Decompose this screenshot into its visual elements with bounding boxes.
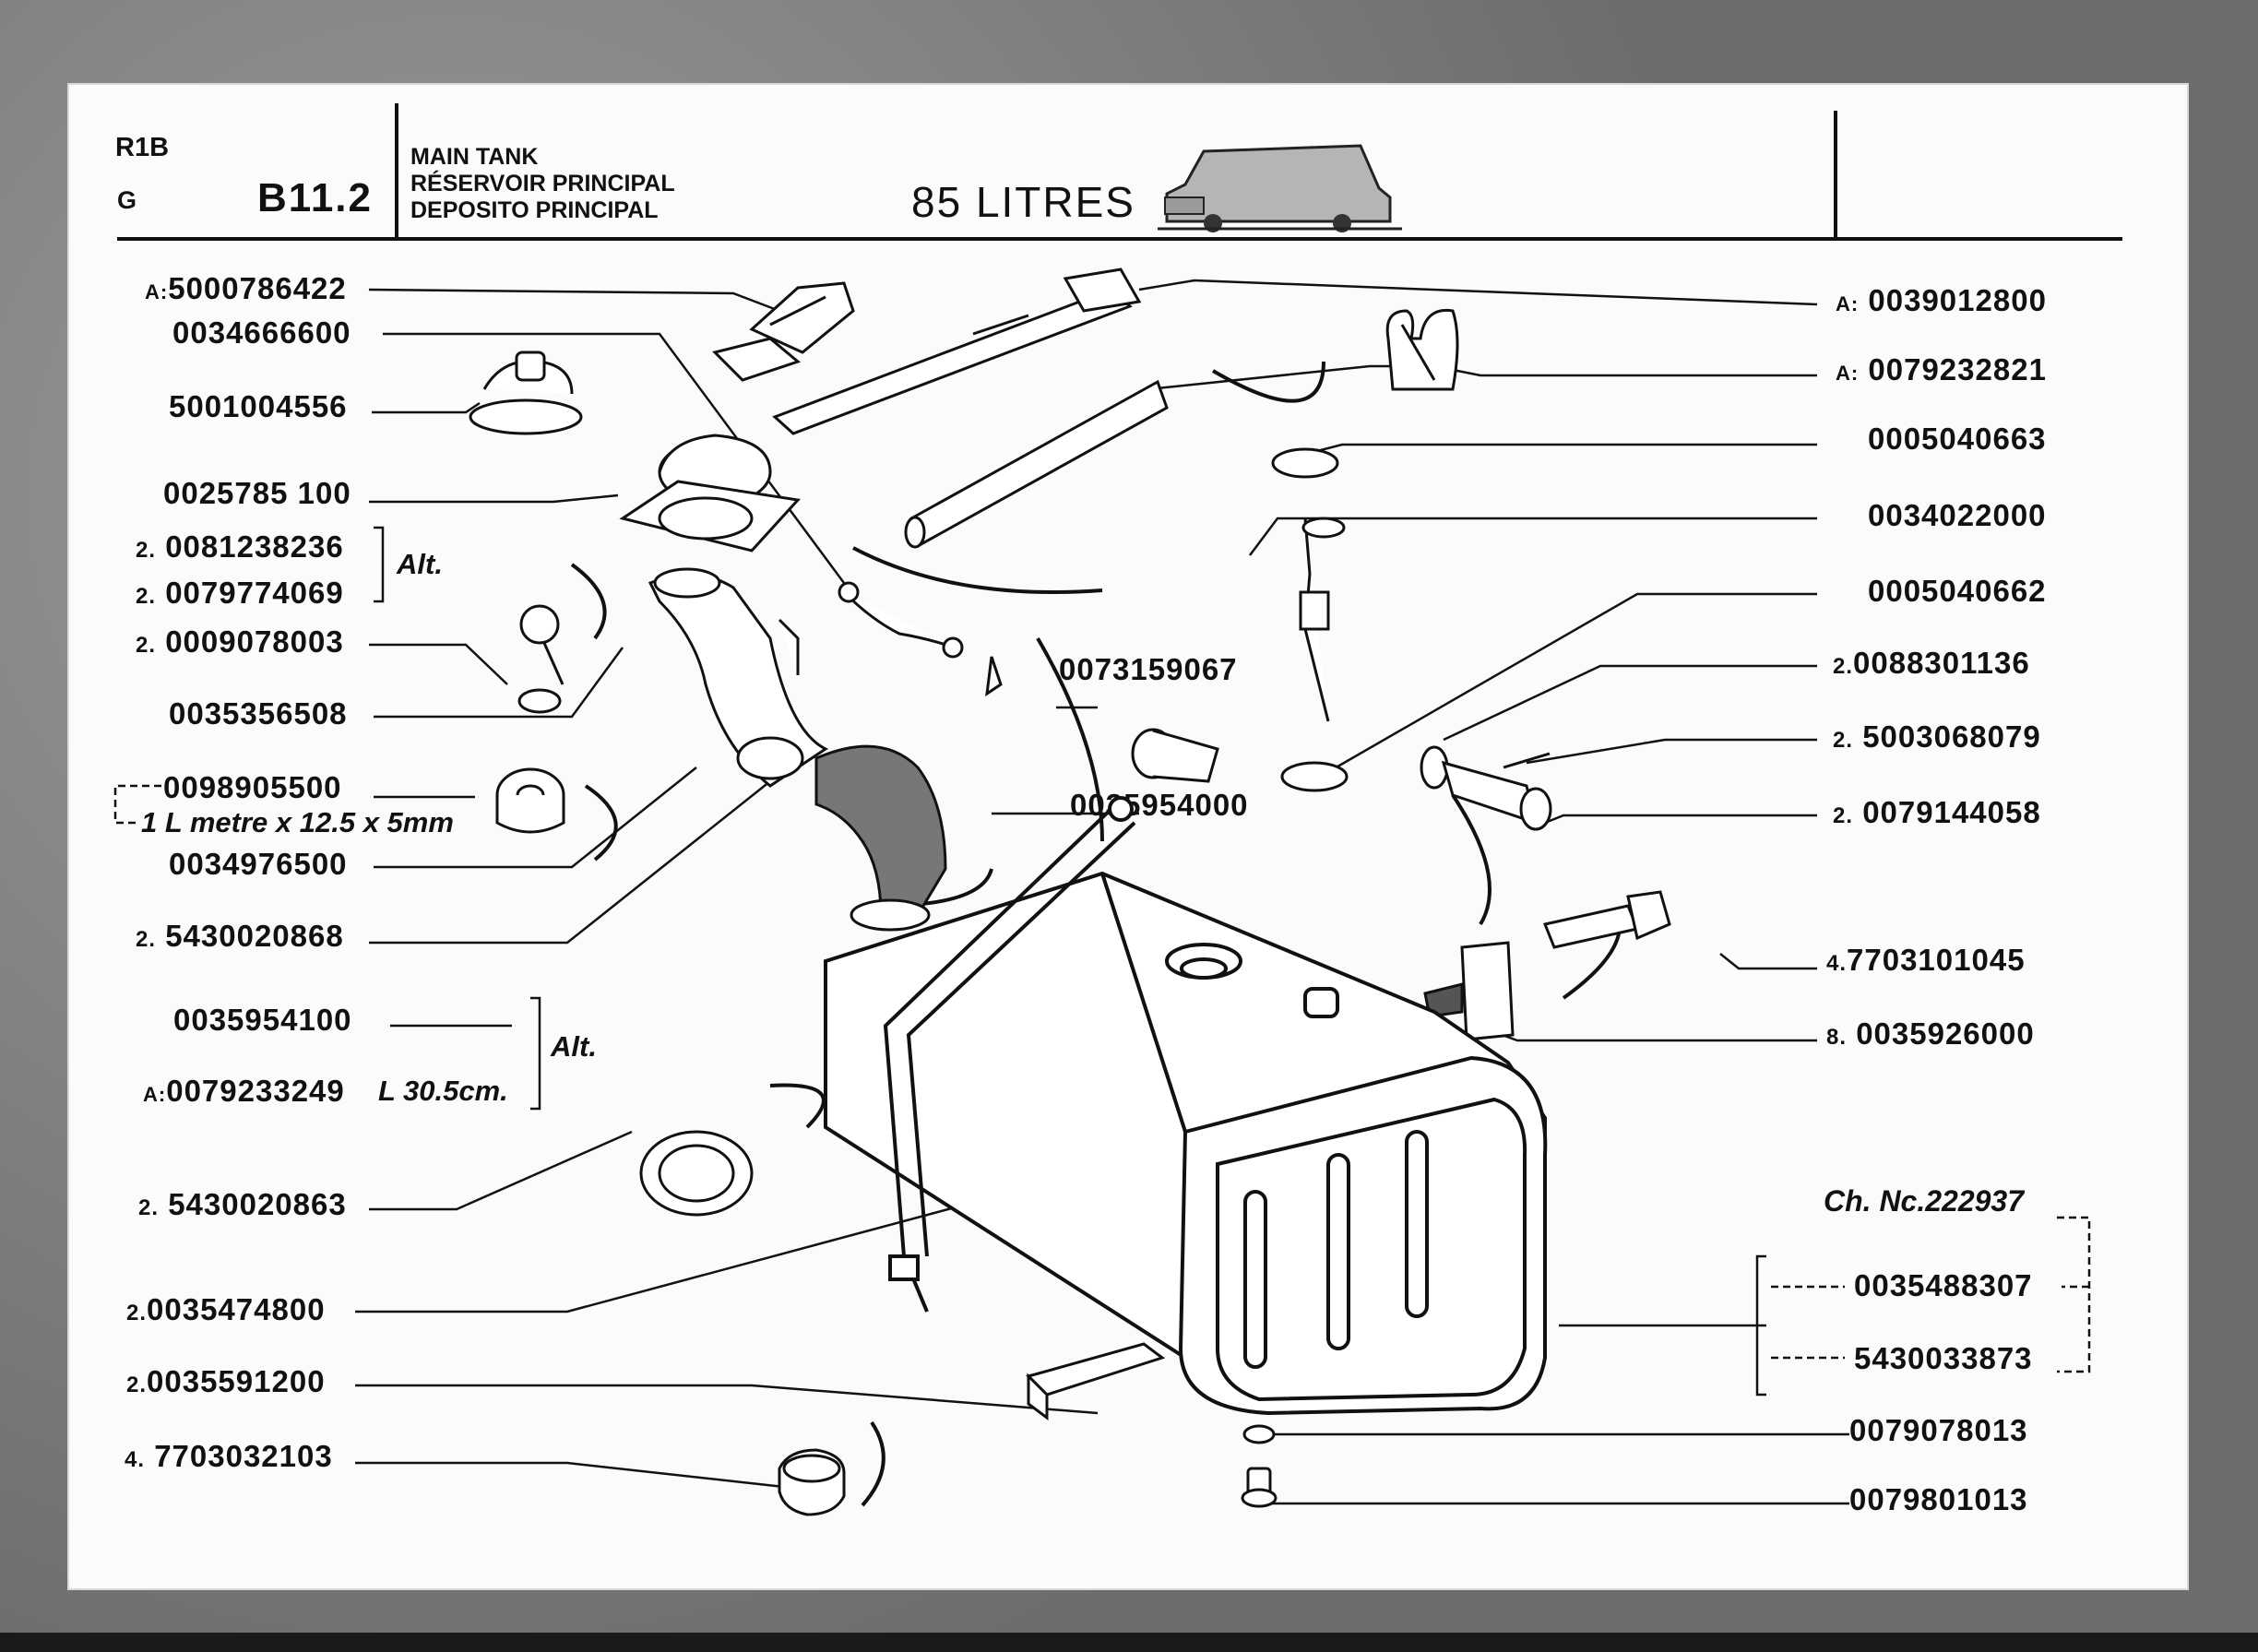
van-icon	[1158, 144, 1402, 232]
part-label: 4. 7703032103	[125, 1439, 333, 1473]
pipe-bracket	[838, 581, 1003, 697]
gauge-sender	[1131, 447, 1349, 792]
screw-part	[517, 604, 564, 714]
fuel-tank	[824, 871, 1548, 1416]
part-label: 5001004556	[169, 389, 348, 423]
alt-note: Alt.	[551, 1030, 597, 1063]
hose-spec: 1 L metre x 12.5 x 5mm	[141, 806, 454, 838]
part-label: 0098905500	[163, 770, 342, 804]
support-rail	[1026, 1342, 1166, 1420]
part-label: 0079801013	[1849, 1482, 2028, 1516]
mount-bracket	[1423, 941, 1515, 1041]
part-label: 2. 5003068079	[1833, 719, 2041, 754]
filler-cap	[469, 351, 583, 435]
part-label: 2. 0079774069	[136, 576, 344, 610]
alt-note: Alt.	[397, 548, 443, 580]
part-label: 0035488307	[1854, 1268, 2033, 1302]
tank-capacity: 85 LITRES	[911, 178, 1135, 226]
model-code: R1B	[115, 133, 170, 162]
part-label: 4.7703101045	[1826, 943, 2026, 977]
part-label: 0035356508	[169, 696, 348, 731]
part-label: 2. 5430020863	[138, 1187, 347, 1221]
nut-part	[778, 1448, 846, 1516]
part-label: 2. 0079144058	[1833, 795, 2041, 829]
part-label: 0034666600	[172, 315, 351, 350]
chassis-bracket	[1771, 1216, 2091, 1373]
header-divider-right	[1834, 111, 1837, 240]
part-label: 0005040662	[1868, 574, 2047, 608]
part-label: 2.0035474800	[126, 1292, 326, 1326]
part-label: 5430033873	[1854, 1341, 2033, 1375]
part-label: 2.0088301136	[1833, 646, 2030, 680]
part-label: 0005040663	[1868, 422, 2047, 456]
part-label: 0035954100	[173, 1003, 352, 1037]
part-label: 0025785 100	[163, 476, 351, 510]
alt-bracket	[530, 996, 541, 1111]
title-english: MAIN TANK	[410, 144, 539, 170]
title-french: RÉSERVOIR PRINCIPAL	[410, 171, 675, 196]
drain-plug	[1241, 1424, 1278, 1508]
hose-clamp	[639, 736, 931, 1217]
profile-detail	[1385, 308, 1459, 391]
strap-part	[772, 267, 1142, 435]
elbow-hose	[814, 744, 947, 917]
part-label: A: 0079232821	[1836, 352, 2047, 386]
length-note: L 30.5cm.	[378, 1075, 508, 1107]
pin-part	[1420, 745, 1552, 831]
rail-part	[904, 379, 1169, 549]
part-label: 0073159067	[1059, 652, 1238, 686]
part-label: A: 0039012800	[1836, 283, 2047, 317]
alt-bracket	[374, 526, 385, 603]
part-label: A:0079233249	[143, 1074, 345, 1108]
part-label: 0034976500	[169, 847, 348, 881]
part-label: 0034022000	[1868, 498, 2047, 532]
page-code: B11.2	[257, 175, 373, 220]
part-label: 8. 0035926000	[1826, 1016, 2035, 1051]
gasket-plate	[619, 480, 801, 553]
hose-spec-bracket	[113, 784, 161, 825]
bolt-part	[1542, 890, 1671, 949]
scan-bottom-edge	[0, 1633, 2258, 1652]
model-variant: G	[117, 186, 137, 214]
part-label: 2. 0009078003	[136, 624, 344, 659]
title-spanish: DEPOSITO PRINCIPAL	[410, 197, 659, 223]
tank-strap	[883, 796, 1136, 1313]
chassis-brace	[1755, 1254, 1766, 1396]
filler-neck	[648, 567, 828, 788]
part-label: 2. 5430020868	[136, 919, 344, 953]
header-rule	[117, 237, 2122, 241]
exploded-diagram	[113, 267, 2091, 1516]
hose-roll	[495, 767, 565, 834]
part-label: 0079078013	[1849, 1413, 2028, 1447]
clip-part	[712, 281, 855, 382]
parts-sheet: R1B G B11.2 MAIN TANK RÉSERVOIR PRINCIPA…	[69, 85, 2187, 1588]
part-label: 2.0035591200	[126, 1364, 326, 1398]
chassis-note: Ch. Nc.222937	[1824, 1184, 2025, 1218]
part-label: A:5000786422	[145, 271, 347, 305]
part-label: 2. 0081238236	[136, 529, 344, 564]
header-divider-left	[395, 103, 398, 237]
